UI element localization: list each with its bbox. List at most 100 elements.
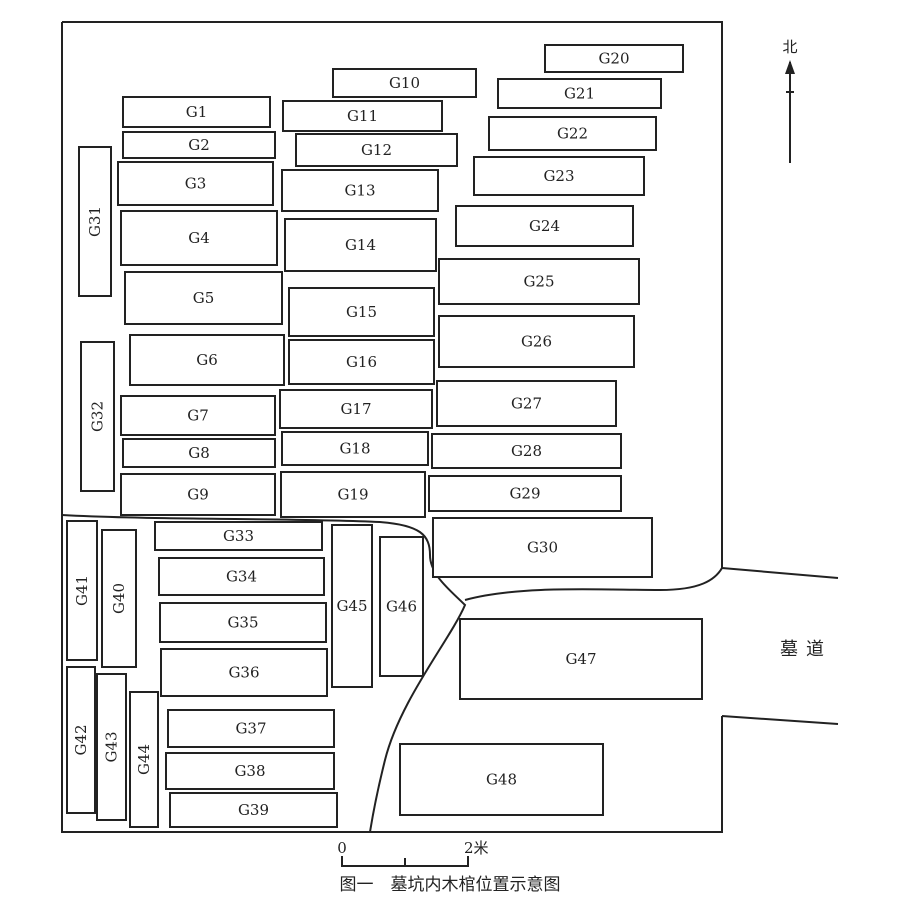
passage-label: 墓道 bbox=[780, 639, 832, 660]
coffin-g35: G35 bbox=[159, 602, 327, 643]
figure-caption: 图一 墓坑内木棺位置示意图 bbox=[340, 875, 561, 895]
coffin-outline bbox=[78, 146, 112, 297]
coffin-outline bbox=[160, 648, 328, 697]
coffin-label: G11 bbox=[347, 107, 378, 125]
coffin-outline bbox=[544, 44, 684, 73]
coffin-g14: G14 bbox=[284, 218, 437, 272]
coffin-outline bbox=[332, 68, 477, 98]
scale-end: 2米 bbox=[464, 839, 489, 857]
coffin-g20: G20 bbox=[544, 44, 684, 73]
coffin-label: G30 bbox=[527, 539, 558, 557]
coffin-outline bbox=[167, 709, 335, 748]
coffin-label: G29 bbox=[509, 485, 540, 503]
coffin-outline bbox=[281, 431, 429, 466]
coffin-label: G19 bbox=[337, 486, 368, 504]
coffin-g8: G8 bbox=[122, 438, 276, 468]
coffin-label: G28 bbox=[511, 442, 542, 460]
coffin-g41: G41 bbox=[66, 520, 98, 661]
coffin-label: G44 bbox=[135, 744, 153, 775]
coffin-g34: G34 bbox=[158, 557, 325, 596]
coffin-g25: G25 bbox=[438, 258, 640, 305]
coffin-label: G26 bbox=[521, 333, 552, 351]
coffin-outline bbox=[169, 792, 338, 828]
coffin-g33: G33 bbox=[154, 521, 323, 551]
coffin-g42: G42 bbox=[66, 666, 96, 814]
coffin-outline bbox=[473, 156, 645, 196]
coffin-label: G3 bbox=[185, 175, 207, 193]
coffin-g22: G22 bbox=[488, 116, 657, 151]
coffin-label: G48 bbox=[486, 771, 517, 789]
coffin-outline bbox=[117, 161, 274, 206]
coffin-outline bbox=[399, 743, 604, 816]
coffin-label: G15 bbox=[346, 303, 377, 321]
coffin-outline bbox=[432, 517, 653, 578]
coffin-label: G47 bbox=[565, 650, 596, 668]
coffin-label: G8 bbox=[188, 444, 210, 462]
coffin-label: G32 bbox=[89, 401, 107, 432]
coffin-outline bbox=[284, 218, 437, 272]
coffin-g9: G9 bbox=[120, 473, 276, 516]
coffin-outline bbox=[96, 673, 127, 821]
coffin-g38: G38 bbox=[165, 752, 335, 790]
coffin-g21: G21 bbox=[497, 78, 662, 109]
coffin-outline bbox=[281, 169, 439, 212]
coffin-label: G2 bbox=[188, 136, 210, 154]
coffin-outline bbox=[158, 557, 325, 596]
coffin-g12: G12 bbox=[295, 133, 458, 167]
coffin-outline bbox=[80, 341, 115, 492]
coffin-g18: G18 bbox=[281, 431, 429, 466]
coffin-label: G12 bbox=[361, 141, 392, 159]
coffin-g23: G23 bbox=[473, 156, 645, 196]
coffin-outline bbox=[295, 133, 458, 167]
coffin-label: G40 bbox=[110, 583, 128, 614]
coffin-label: G20 bbox=[598, 50, 629, 68]
coffin-label: G34 bbox=[226, 568, 257, 586]
coffin-outline bbox=[165, 752, 335, 790]
coffin-label: G27 bbox=[511, 395, 542, 413]
coffin-label: G18 bbox=[339, 440, 370, 458]
coffin-g31: G31 bbox=[78, 146, 112, 297]
coffin-label: G1 bbox=[186, 103, 208, 121]
coffin-label: G35 bbox=[227, 614, 258, 632]
coffin-outline bbox=[279, 389, 433, 429]
coffin-outline bbox=[436, 380, 617, 427]
coffin-g47: G47 bbox=[459, 618, 703, 700]
coffin-label: G41 bbox=[73, 575, 91, 606]
coffin-g26: G26 bbox=[438, 315, 635, 368]
coffin-g10: G10 bbox=[332, 68, 477, 98]
coffin-outline bbox=[122, 131, 276, 159]
coffins: G1G2G3G4G5G6G7G8G9G10G11G12G13G14G15G16G… bbox=[66, 44, 703, 828]
coffin-g6: G6 bbox=[129, 334, 285, 386]
coffin-outline bbox=[280, 471, 426, 518]
coffin-outline bbox=[431, 433, 622, 469]
coffin-g11: G11 bbox=[282, 100, 443, 132]
coffin-outline bbox=[66, 666, 96, 814]
coffin-outline bbox=[129, 334, 285, 386]
coffin-g2: G2 bbox=[122, 131, 276, 159]
coffin-outline bbox=[120, 473, 276, 516]
coffin-label: G25 bbox=[523, 273, 554, 291]
scale-bar: 0 2米 bbox=[337, 839, 489, 867]
north-label: 北 bbox=[782, 38, 797, 56]
coffin-label: G38 bbox=[234, 762, 265, 780]
coffin-g16: G16 bbox=[288, 339, 435, 385]
coffin-label: G45 bbox=[336, 597, 367, 615]
coffin-outline bbox=[428, 475, 622, 512]
coffin-label: G10 bbox=[389, 74, 420, 92]
coffin-g32: G32 bbox=[80, 341, 115, 492]
coffin-outline bbox=[122, 96, 271, 128]
north-arrow: 北 bbox=[782, 38, 798, 163]
coffin-outline bbox=[459, 618, 703, 700]
coffin-g39: G39 bbox=[169, 792, 338, 828]
coffin-g45: G45 bbox=[331, 524, 373, 688]
coffin-g36: G36 bbox=[160, 648, 328, 697]
coffin-label: G37 bbox=[235, 720, 266, 738]
coffin-g44: G44 bbox=[129, 691, 159, 828]
coffin-label: G22 bbox=[557, 125, 588, 143]
coffin-label: G42 bbox=[72, 724, 90, 755]
coffin-outline bbox=[497, 78, 662, 109]
coffin-g4: G4 bbox=[120, 210, 278, 266]
arrow-head-icon bbox=[785, 60, 795, 74]
coffin-g5: G5 bbox=[124, 271, 283, 325]
